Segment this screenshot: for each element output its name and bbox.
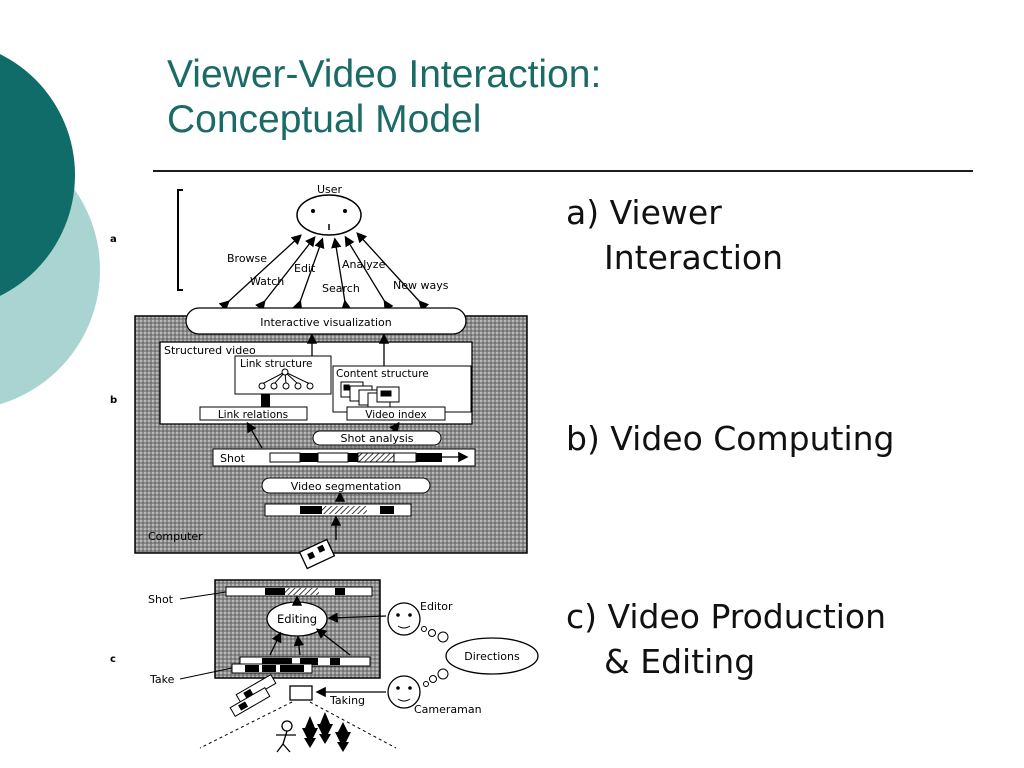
- user-eye-right: [343, 209, 347, 213]
- section-a-label: a: [110, 234, 117, 245]
- title-line-1: Viewer-Video Interaction:: [167, 53, 602, 96]
- shot-b-label: Shot: [220, 452, 246, 465]
- new-ways-label: New ways: [393, 279, 449, 292]
- bullet-a-line2: Interaction: [604, 238, 784, 277]
- video-segmentation-label: Video segmentation: [291, 480, 401, 493]
- user-eye-left: [311, 209, 315, 213]
- watch-label: Watch: [250, 275, 284, 288]
- tape-cassette-icon: [298, 538, 336, 570]
- shot-analysis-label: Shot analysis: [340, 432, 413, 445]
- link-relations-label: Link relations: [218, 409, 288, 421]
- link-structure-label: Link structure: [240, 358, 313, 370]
- link-relations-box: [199, 406, 308, 421]
- section-b-label: b: [110, 395, 117, 406]
- content-structure-label: Content structure: [336, 368, 429, 380]
- editor-thought-bubbles: [421, 626, 449, 643]
- scene-trees-icon: [302, 712, 351, 752]
- scene-person-icon: [276, 720, 296, 753]
- structured-video-label: Structured video: [164, 344, 256, 357]
- conceptual-model-diagram: a b c User Browse Watch Edit Search Anal…: [110, 183, 539, 753]
- browse-label: Browse: [227, 252, 267, 265]
- video-index-box: [346, 406, 446, 421]
- user-face: [296, 194, 362, 236]
- camera-icon: [289, 685, 313, 701]
- user-label: User: [317, 183, 343, 196]
- section-a-bracket: [177, 189, 183, 291]
- editing-label: Editing: [277, 612, 317, 626]
- slide-title: Viewer-Video Interaction: Conceptual Mod…: [167, 52, 601, 142]
- cameraman-face: [387, 675, 421, 709]
- search-label: Search: [322, 282, 360, 295]
- scene-view-lines: [199, 701, 397, 749]
- shot-analysis-box: [312, 430, 442, 446]
- directions-label: Directions: [464, 650, 520, 663]
- title-divider: [153, 170, 973, 172]
- raw-video-filmstrip: [264, 503, 412, 517]
- take-cassettes-icon: [229, 673, 277, 718]
- analyze-label: Analyze: [342, 258, 386, 271]
- taking-label: Taking: [329, 694, 365, 707]
- take-pointer: [179, 667, 233, 680]
- video-frames-stack: [340, 381, 400, 409]
- edit-label: Edit: [294, 262, 316, 275]
- cameraman-thought-bubbles: [423, 668, 449, 687]
- editor-face: [387, 602, 421, 636]
- editing-arrows: [269, 595, 387, 656]
- link-tree-icon: [258, 368, 314, 390]
- shot-filmstrip: [269, 451, 469, 463]
- bullet-a: a) Viewer Interaction: [566, 190, 783, 280]
- video-index-label: Video index: [365, 409, 426, 421]
- interaction-arrows: [218, 232, 430, 312]
- editor-label: Editor: [420, 600, 453, 613]
- video-segmentation-box: [261, 477, 431, 494]
- bullet-b-line1: b) Video Computing: [566, 419, 895, 458]
- take-filmstrips: [231, 656, 371, 674]
- shot-c-pointer: [179, 591, 227, 600]
- bullet-b: b) Video Computing: [566, 416, 894, 461]
- interactive-visualization-box: [185, 307, 467, 335]
- bullet-c-line2: & Editing: [604, 642, 756, 681]
- bullet-a-line1: a) Viewer: [566, 193, 722, 232]
- link-connector: [261, 394, 270, 407]
- computer-label: Computer: [148, 530, 203, 543]
- title-line-2: Conceptual Model: [167, 98, 482, 141]
- dark-teal-circle: [0, 54, 75, 296]
- decorative-circles: [0, 54, 100, 405]
- shot-c-label: Shot: [148, 593, 174, 606]
- bullet-c-line1: c) Video Production: [566, 597, 887, 636]
- bullet-c: c) Video Production & Editing: [566, 594, 886, 684]
- interactive-visualization-label: Interactive visualization: [260, 316, 391, 329]
- section-c-label: c: [110, 654, 116, 665]
- take-label: Take: [149, 673, 175, 686]
- directions-bubble: [445, 637, 539, 675]
- cameraman-label: Cameraman: [414, 703, 482, 716]
